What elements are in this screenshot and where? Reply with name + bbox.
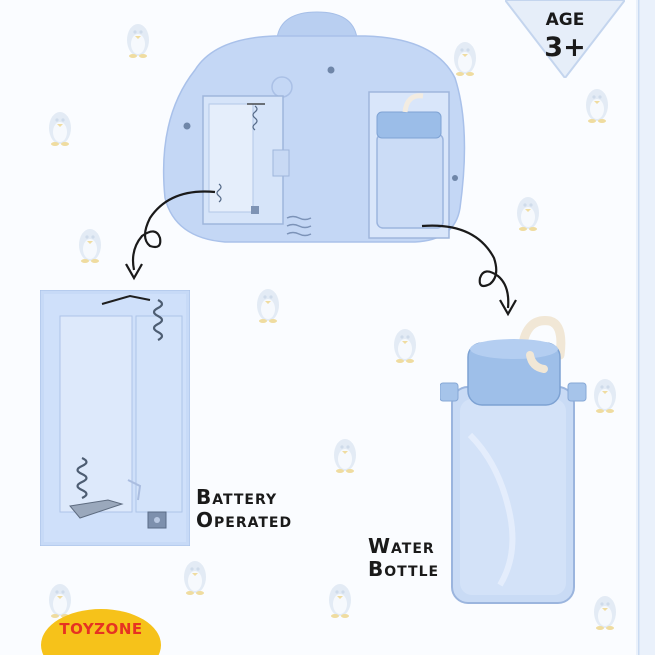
penguin-icon: [594, 596, 616, 630]
penguin-icon: [127, 24, 149, 58]
penguin-icon: [586, 89, 608, 123]
arrow-to-bottle: [421, 224, 517, 317]
brand-name: TOYZONE: [59, 620, 143, 638]
bottle-label-line1: Water: [368, 534, 435, 558]
penguin-icon: [329, 584, 351, 618]
product-back-view: [162, 11, 466, 243]
penguin-icon: [334, 439, 356, 473]
penguin-icon: [257, 289, 279, 323]
penguin-icon: [184, 561, 206, 595]
brand-badge-shape: [41, 609, 161, 655]
battery-feature-label: Battery Operated: [196, 486, 292, 532]
age-badge: AGE 3+: [505, 0, 625, 78]
penguin-icon: [49, 112, 71, 146]
battery-closeup: [40, 290, 190, 546]
penguin-icon: [394, 329, 416, 363]
age-label: AGE: [545, 10, 585, 30]
battery-label-line1: Battery: [196, 485, 278, 509]
bottle-feature-label: Water Bottle: [368, 535, 439, 581]
brand-logo: TOYZONE: [40, 605, 162, 655]
penguin-icon: [79, 229, 101, 263]
edge-stripe: [636, 0, 655, 655]
bottle-label-line2: Bottle: [368, 557, 440, 581]
age-value: 3+: [544, 32, 586, 63]
battery-label-line2: Operated: [196, 508, 293, 532]
age-badge-shape: [505, 0, 625, 78]
arrow-to-battery: [125, 190, 216, 281]
penguin-icon: [594, 379, 616, 413]
bottle-closeup: [440, 316, 587, 604]
